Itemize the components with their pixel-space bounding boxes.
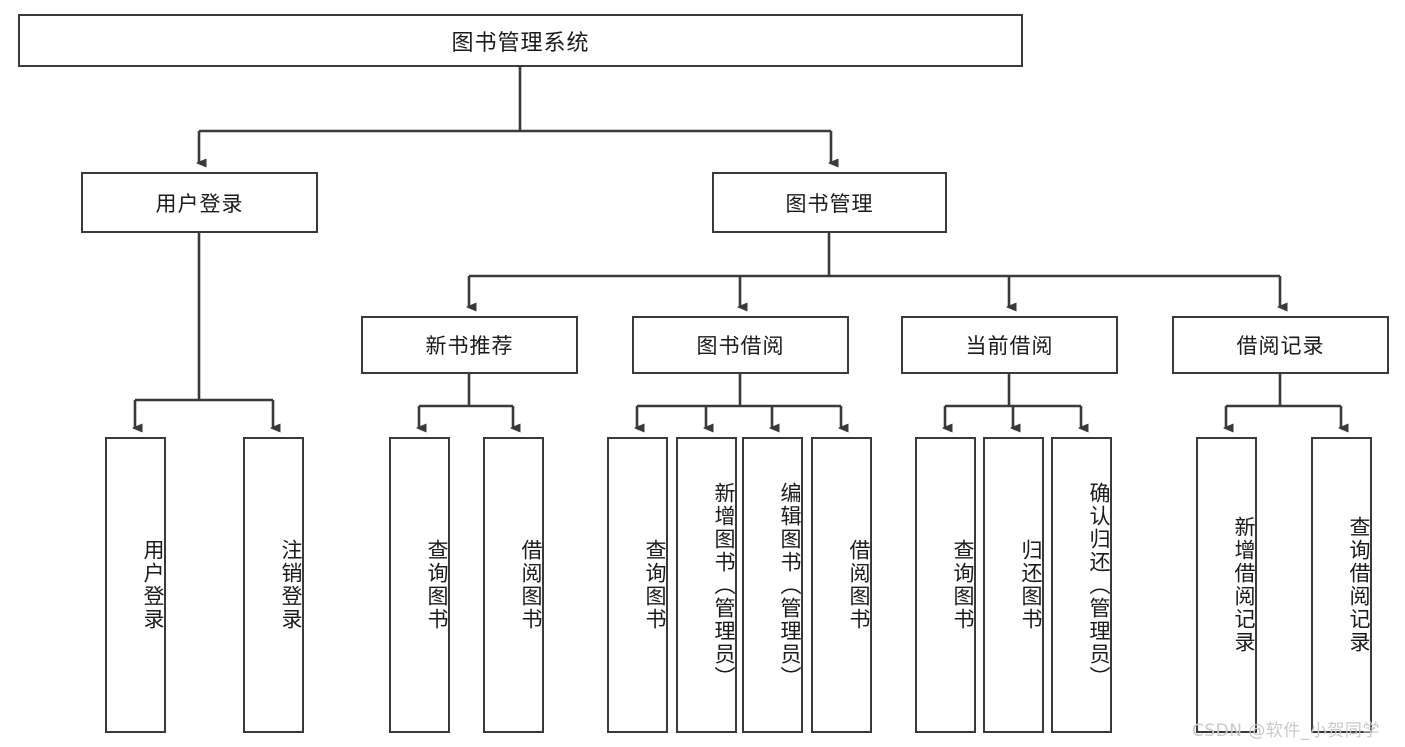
leaf-borrow-record-add[interactable]: 新增借阅记录 (1196, 437, 1257, 733)
leaf-book-borrow-query[interactable]: 查询图书 (607, 437, 668, 733)
csdn-watermark: CSDN @软件_小贺同学 (1192, 721, 1380, 741)
leaf-borrow-record-query[interactable]: 查询借阅记录 (1311, 437, 1372, 733)
leaf-user-login-logout[interactable]: 注销登录 (243, 437, 304, 733)
leaf-new-book-borrow[interactable]: 借阅图书 (483, 437, 544, 733)
leaf-current-borrow-return[interactable]: 归还图书 (983, 437, 1044, 733)
leaf-current-borrow-confirm-return[interactable]: 确认归还（管理员） (1051, 437, 1112, 733)
node-book-management[interactable]: 图书管理 (712, 172, 947, 233)
leaf-new-book-query[interactable]: 查询图书 (389, 437, 450, 733)
node-user-login[interactable]: 用户登录 (81, 172, 318, 233)
node-book-borrow[interactable]: 图书借阅 (632, 316, 849, 374)
leaf-book-borrow-borrow[interactable]: 借阅图书 (811, 437, 872, 733)
node-current-borrow[interactable]: 当前借阅 (901, 316, 1118, 374)
leaf-book-borrow-add[interactable]: 新增图书（管理员） (676, 437, 737, 733)
leaf-user-login-login[interactable]: 用户登录 (105, 437, 166, 733)
node-root-book-management-system[interactable]: 图书管理系统 (18, 14, 1023, 67)
node-borrow-record[interactable]: 借阅记录 (1172, 316, 1389, 374)
leaf-book-borrow-edit[interactable]: 编辑图书（管理员） (742, 437, 803, 733)
node-new-book-recommend[interactable]: 新书推荐 (361, 316, 578, 374)
leaf-current-borrow-query[interactable]: 查询图书 (915, 437, 976, 733)
